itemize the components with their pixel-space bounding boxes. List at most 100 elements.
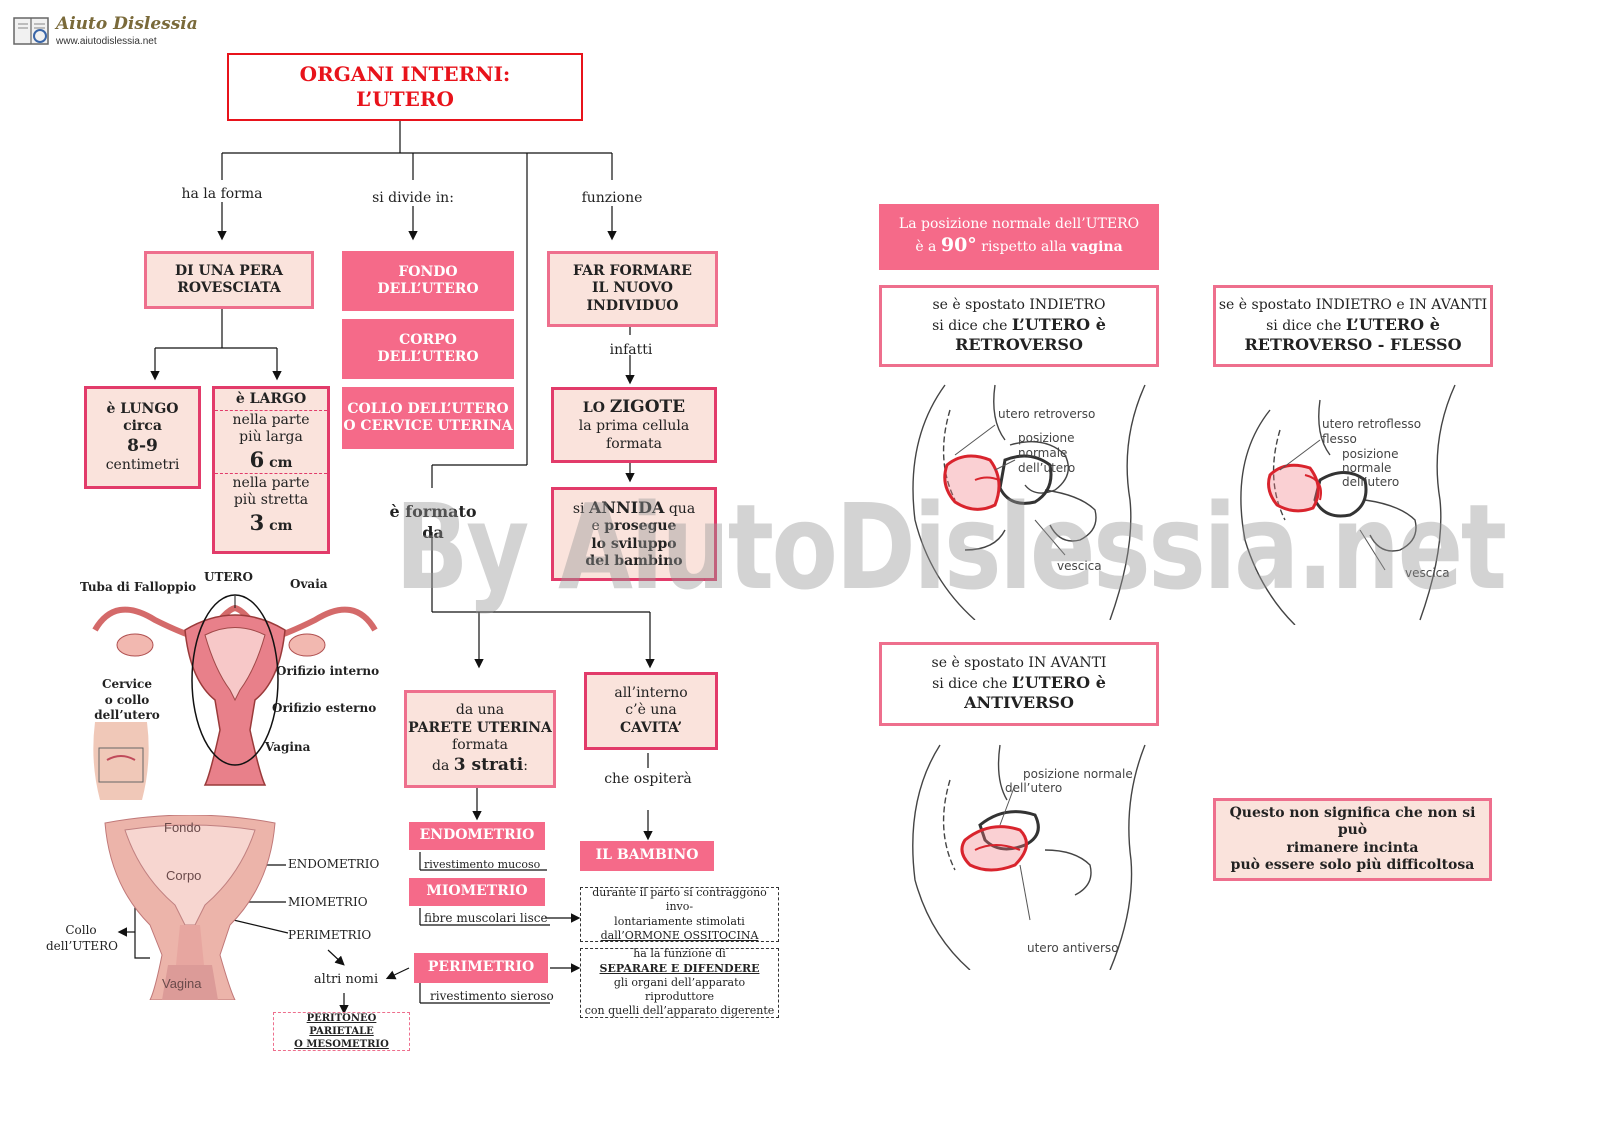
part-collo-l2: O CERVICE UTERINA — [343, 418, 513, 434]
section-collo: Collo dell’UTERO — [46, 923, 118, 954]
sag2-posizione: posizione — [1342, 447, 1399, 461]
uterus-frontal-illustration — [92, 594, 378, 786]
logo: Aiuto Dislessia www.aiutodislessia.net — [12, 14, 198, 50]
section-perimetrio: PERIMETRIO — [288, 928, 372, 942]
logo-name: Aiuto Dislessia — [56, 14, 198, 34]
label-formed-by: è formato da — [388, 502, 478, 544]
wall-box: da una PARETE UTERINA formata da 3 strat… — [404, 690, 556, 788]
label-divides: si divide in: — [372, 190, 454, 206]
label-formed-by-2: da — [422, 522, 444, 542]
implant-g: del bambino — [585, 553, 683, 569]
peritoneum-l2: O MESOMETRIO — [294, 1039, 389, 1050]
note-function-l3: gli organi dell’apparato riproduttore — [613, 975, 746, 1004]
uterus-section-illustration — [104, 815, 276, 1000]
wall-l3: formata — [452, 737, 508, 754]
wall-l4a: da — [432, 757, 454, 774]
normal-b4: vagina — [1071, 238, 1123, 255]
ante-box: se è spostato IN AVANTI si dice che L’UT… — [879, 642, 1159, 726]
wide-w2v: 3 — [249, 509, 265, 535]
layer-miometrio: MIOMETRIO — [409, 878, 545, 906]
note-function: ha la funzione di SEPARARE E DIFENDERE g… — [580, 947, 779, 1018]
wide-w1b: più larga — [239, 429, 303, 445]
sag1-normale: normale — [1018, 446, 1067, 460]
part-fondo-l1: FONDO — [398, 263, 458, 280]
peritoneum-box: PERITONEO PARIETALE O MESOMETRIO — [273, 1012, 410, 1051]
pregnancy-note-1: Questo non significa che non si può — [1229, 804, 1476, 839]
ante-d: ANTIVERSO — [964, 693, 1074, 712]
sagittal-anteverted-illustration: posizione normale dell’utero utero antiv… — [912, 744, 1146, 970]
anat-ovaia: Ovaia — [290, 577, 328, 591]
sag3-posizione: posizione normale — [1023, 767, 1133, 781]
wide-w1v: 6 — [249, 446, 265, 472]
sag2-retroflesso: utero retroflesso — [1322, 417, 1421, 431]
section-miometrio: MIOMETRIO — [288, 895, 368, 909]
zygote-box: LO ZIGOTE la prima cellula formata — [551, 387, 717, 463]
sag1-retroverso: utero retroverso — [998, 407, 1095, 421]
retro-box: se è spostato INDIETRO si dice che L’UTE… — [879, 285, 1159, 367]
function-l2: IL NUOVO — [591, 280, 674, 297]
layer-perimetrio: PERIMETRIO — [414, 953, 548, 983]
layer-miometrio-desc: fibre muscolari lisce — [424, 911, 548, 925]
wide-w2u: cm — [269, 517, 293, 534]
layer-miometrio-name: MIOMETRIO — [426, 883, 528, 900]
implant-c: qua — [664, 500, 696, 517]
section-collo-1: Collo — [65, 923, 97, 937]
wall-l4b: 3 strati — [453, 754, 524, 775]
sag1-posizione: posizione — [1018, 431, 1075, 445]
retro-a: se è spostato INDIETRO — [932, 297, 1106, 313]
cavity-l2: c’è una — [625, 702, 677, 719]
baby-box: IL BAMBINO — [580, 841, 714, 871]
pregnancy-note-2: rimanere incinta — [1286, 839, 1419, 856]
part-fondo: FONDO DELL’UTERO — [342, 251, 514, 311]
anat-cervice: Cervice o collo dell’utero — [82, 677, 172, 724]
sag1-dellutero: dell’utero — [1018, 461, 1075, 475]
section-endometrio: ENDOMETRIO — [288, 857, 380, 871]
sagittal-retroflexed-illustration: utero retroflesso flesso posizione norma… — [1240, 384, 1456, 625]
wide-l1: è LARGO — [235, 391, 307, 407]
sagittal-retroverted-illustration: utero retroverso posizione normale dell’… — [912, 384, 1146, 620]
part-fondo-l2: DELL’UTERO — [377, 281, 479, 297]
anat-tuba: Tuba di Falloppio — [80, 580, 197, 594]
layer-endometrio-desc: rivestimento mucoso — [424, 858, 541, 871]
implant-e: prosegue — [604, 518, 677, 534]
cavity-l1: all’interno — [614, 684, 688, 701]
sag1-vescica: vescica — [1057, 559, 1102, 573]
part-corpo-l1: CORPO — [399, 331, 457, 348]
baby-label: IL BAMBINO — [595, 847, 699, 864]
layer-perimetrio-name: PERIMETRIO — [427, 959, 535, 976]
anat-cervice-1: Cervice — [102, 677, 152, 691]
sag2-normale: normale — [1342, 461, 1391, 475]
note-oxytocin: durante il parto si contraggono invo- lo… — [580, 885, 779, 942]
normal-b1: è a — [915, 238, 941, 255]
book-icon — [13, 17, 49, 45]
zygote-d: formata — [606, 435, 662, 452]
note-oxytocin-l3: dall’ORMONE OSSITOCINA — [600, 928, 759, 942]
flex-d: RETROVERSO - FLESSO — [1244, 335, 1462, 354]
cavity-box: all’interno c’è una CAVITA’ — [584, 672, 718, 750]
part-collo: COLLO DELL’UTERO O CERVICE UTERINA — [342, 387, 514, 449]
anat-orifizio-esterno: Orifizio esterno — [272, 701, 377, 715]
wall-l1: da una — [455, 702, 505, 719]
note-oxytocin-l2: lontariamente stimolati — [614, 914, 745, 928]
label-function: funzione — [581, 190, 643, 206]
sag3-antiverso: utero antiverso — [1027, 941, 1119, 955]
implant-box: si ANNIDA qua e prosegue lo sviluppo del… — [551, 487, 717, 581]
note-oxytocin-l1: durante il parto si contraggono invo- — [592, 885, 767, 914]
sag2-dellutero: dell’utero — [1342, 475, 1399, 489]
anat-cervice-3: dell’utero — [94, 708, 160, 723]
function-l3: INDIVIDUO — [586, 297, 679, 314]
layer-perimetrio-desc: rivestimento sieroso — [430, 989, 554, 1003]
title-line2: L’UTERO — [356, 87, 454, 111]
title-box: ORGANI INTERNI: L’UTERO — [227, 53, 583, 121]
sag3-dellutero: dell’utero — [1005, 781, 1062, 795]
note-function-l4: con quelli dell’apparato digerente — [584, 1004, 775, 1018]
layer-endometrio: ENDOMETRIO — [409, 822, 545, 850]
label-indeed: infatti — [609, 342, 653, 358]
wall-l2: PARETE UTERINA — [408, 719, 552, 736]
ante-a: se è spostato IN AVANTI — [931, 655, 1107, 671]
note-function-l1: ha la funzione di — [633, 947, 726, 961]
zygote-b: ZIGOTE — [609, 396, 686, 417]
implant-a: si — [572, 500, 589, 517]
section-corpo: Corpo — [166, 868, 202, 883]
normal-a: La posizione normale dell’UTERO — [898, 216, 1140, 233]
